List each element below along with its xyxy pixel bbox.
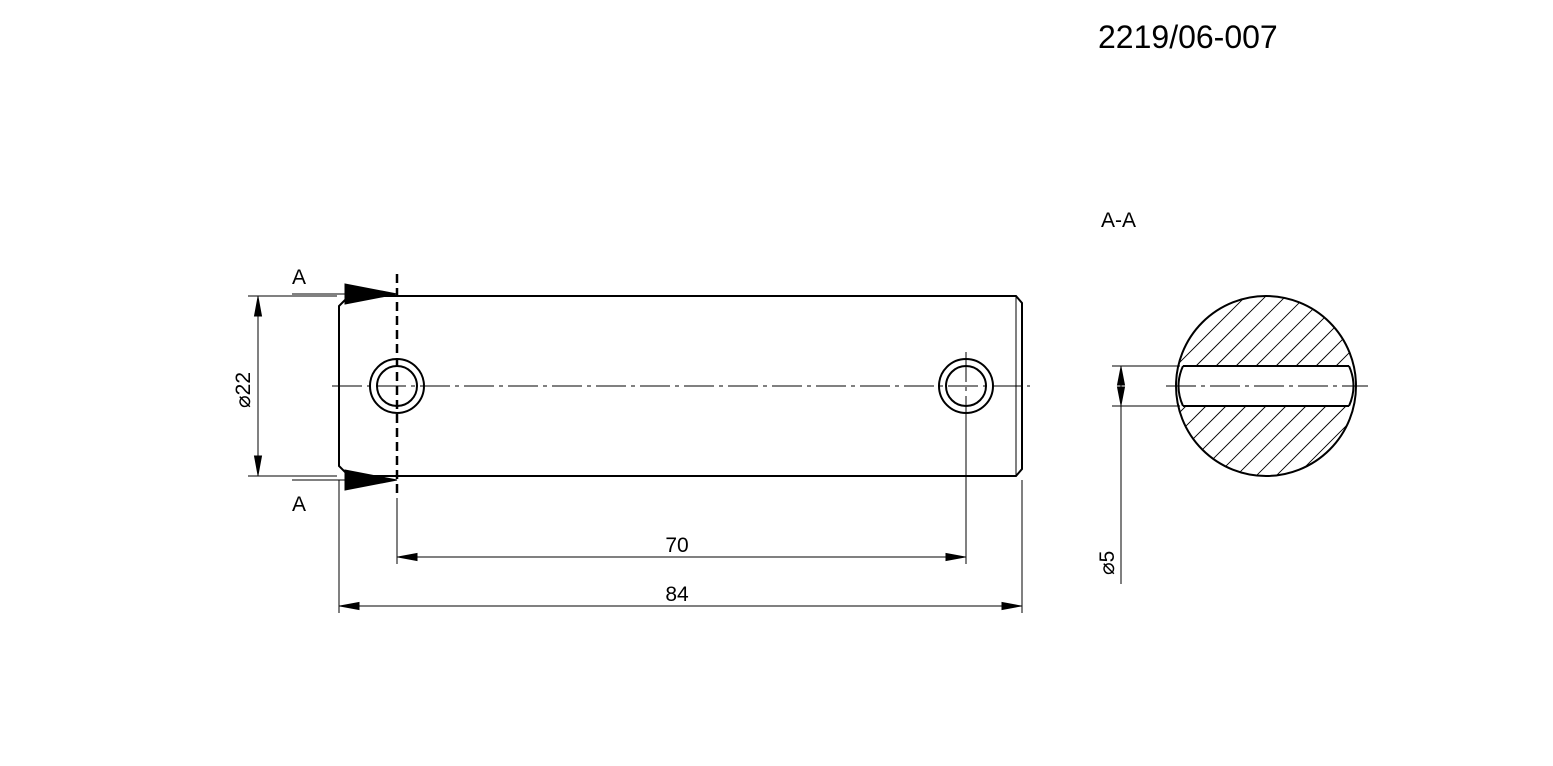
dimension-84: 84 bbox=[338, 480, 1023, 613]
dim-5-label: ⌀5 bbox=[1096, 551, 1119, 575]
dimension-diameter-5: ⌀5 bbox=[1096, 365, 1180, 584]
dim-70-label: 70 bbox=[665, 534, 688, 557]
dim-84-arrow-right bbox=[1001, 601, 1022, 611]
dim-22-arrow-bottom bbox=[253, 455, 263, 476]
hatch-lower bbox=[1176, 405, 1356, 476]
section-mark-top: A bbox=[292, 266, 306, 289]
dim-84-arrow-left bbox=[339, 601, 360, 611]
pin-side-view: A A bbox=[292, 266, 1030, 516]
section-arrow-top-head bbox=[344, 283, 398, 305]
dim-22-label: ⌀22 bbox=[232, 372, 255, 408]
dim-5-arrow-top bbox=[1116, 366, 1126, 386]
dim-70-arrow-right bbox=[945, 552, 966, 562]
dimension-70: 70 bbox=[396, 420, 967, 564]
section-view bbox=[1166, 295, 1368, 477]
section-title: A-A bbox=[1101, 209, 1136, 232]
section-arrow-bottom-head bbox=[344, 469, 398, 491]
dim-22-arrow-top bbox=[253, 296, 263, 317]
dimension-diameter-22: ⌀22 bbox=[232, 295, 337, 477]
dim-70-arrow-left bbox=[397, 552, 418, 562]
dim-5-arrow-bottom bbox=[1116, 386, 1126, 406]
dim-84-label: 84 bbox=[665, 583, 689, 606]
hatch-upper bbox=[1176, 296, 1356, 367]
section-mark-bottom: A bbox=[292, 493, 306, 516]
part-number: 2219/06-007 bbox=[1098, 19, 1278, 55]
